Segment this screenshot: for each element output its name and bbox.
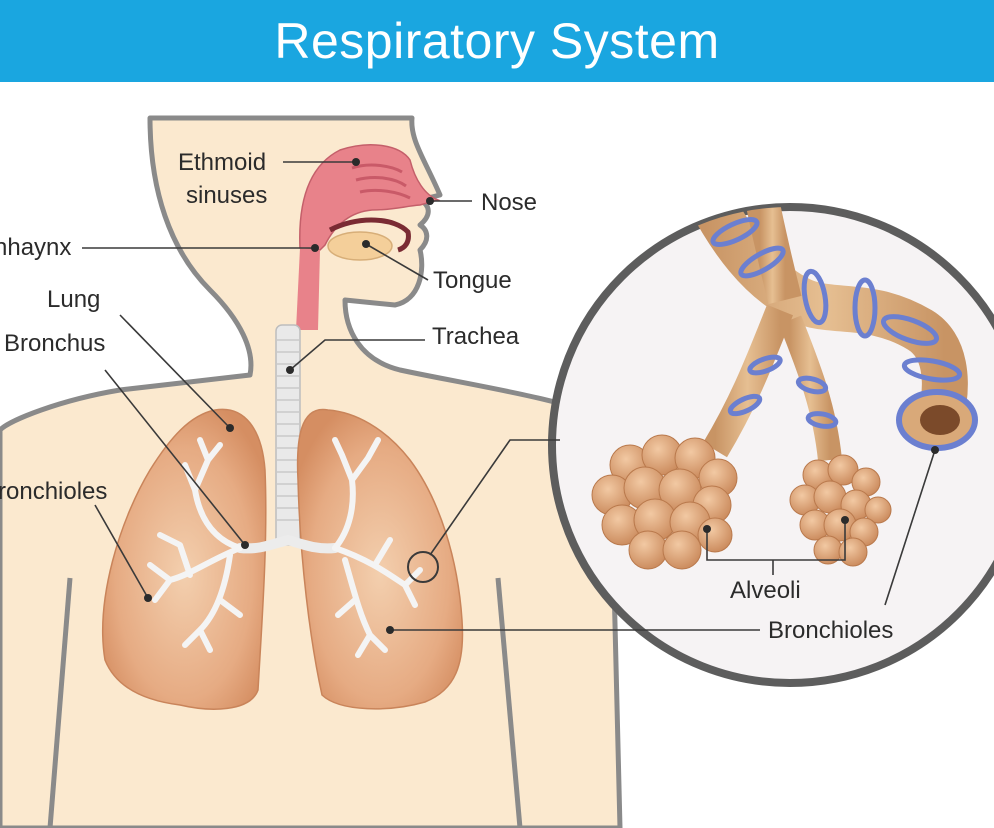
label-pharynx: hhaynx [0, 234, 71, 261]
title-bar: Respiratory System [0, 0, 994, 82]
label-nose: Nose [481, 189, 537, 216]
label-lung: Lung [47, 286, 100, 313]
label-bronchus: Bronchus [4, 330, 105, 357]
trachea-rings [277, 339, 299, 521]
respiratory-diagram: Ethmoid sinuses Nose hhaynx Tongue Lung … [0, 115, 994, 828]
left-arm-line [47, 577, 73, 828]
label-tongue: Tongue [433, 267, 512, 294]
label-ethmoid-line1: Ethmoid [178, 149, 266, 176]
page-title: Respiratory System [274, 13, 720, 69]
alveoli-cluster-left [591, 434, 738, 570]
label-trachea: Trachea [432, 323, 520, 350]
zoom-marker-circle [407, 551, 439, 583]
label-bronchioles-right: Bronchioles [768, 617, 893, 644]
alveoli-cluster-right [789, 454, 892, 567]
right-arm-line [495, 577, 523, 828]
palate [328, 217, 411, 253]
leader-lines [82, 158, 939, 634]
tongue-shape [327, 231, 393, 261]
diagram-stage: Ethmoid sinuses Nose hhaynx Tongue Lung … [0, 82, 994, 828]
nasal-turbinates [351, 163, 411, 200]
label-bronchioles-left: ronchioles [0, 478, 107, 505]
pharynx-shape [296, 248, 320, 330]
label-alveoli: Alveoli [730, 577, 801, 604]
zoom-content [591, 207, 978, 570]
label-ethmoid-line2: sinuses [186, 182, 267, 209]
trachea-shape [275, 324, 301, 546]
